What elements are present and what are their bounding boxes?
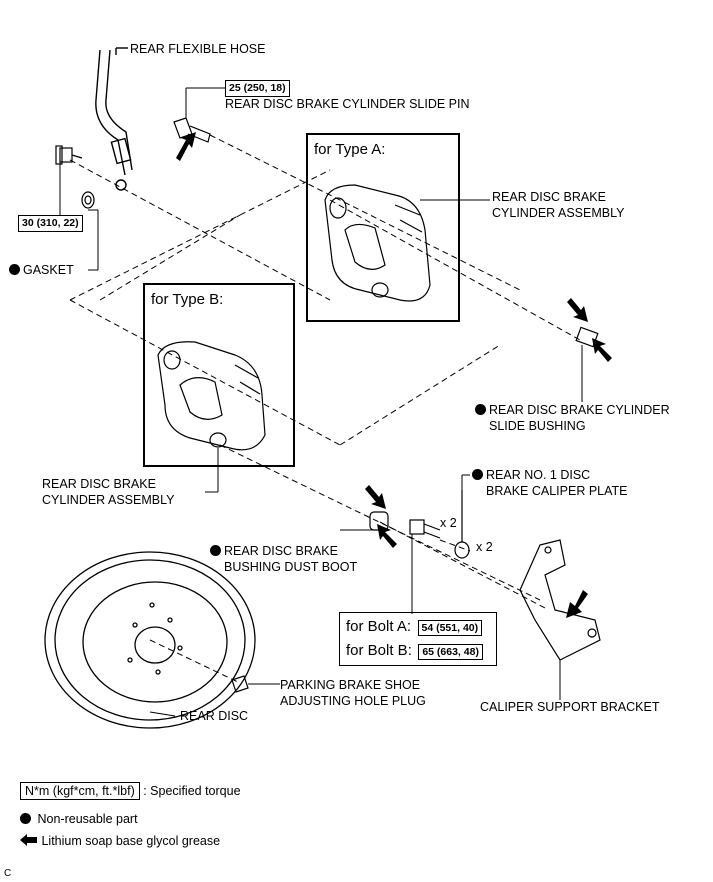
caliper-type-a xyxy=(324,184,431,302)
grease-arrow-icon xyxy=(567,298,588,322)
bolt-torque-box: for Bolt A: 54 (551, 40) for Bolt B: 65 … xyxy=(339,612,497,666)
non-reusable-icon xyxy=(475,404,486,415)
legend-torque: N*m (kgf*cm, ft.*lbf) : Specified torque xyxy=(20,782,241,804)
type-a-title: for Type A: xyxy=(314,141,386,158)
grease-arrow-icon xyxy=(592,338,612,362)
grease-arrow-icon xyxy=(176,132,196,161)
label-gasket: GASKET xyxy=(9,262,74,278)
type-a-box: for Type A: xyxy=(306,133,460,322)
non-reusable-icon xyxy=(472,469,483,480)
type-b-box: for Type B: xyxy=(143,283,295,467)
torque-slide-pin: 25 (250, 18) xyxy=(225,80,290,97)
assembly-guide-lines xyxy=(69,134,581,684)
non-reusable-icon xyxy=(210,545,221,556)
caliper-support-bracket-part xyxy=(519,539,601,661)
leader-lines xyxy=(59,87,583,717)
bolt-a-row: for Bolt A: 54 (551, 40) xyxy=(346,618,483,636)
grease-arrow-icon xyxy=(377,524,397,548)
hose-union-bolt xyxy=(55,145,83,165)
label-caliper-plate: REAR NO. 1 DISC BRAKE CALIPER PLATE xyxy=(472,467,628,499)
label-bolt-qty: x 2 xyxy=(440,516,457,530)
label-adjusting-hole-plug: PARKING BRAKE SHOE ADJUSTING HOLE PLUG xyxy=(280,678,426,708)
label-cylinder-assembly-a: REAR DISC BRAKE CYLINDER ASSEMBLY xyxy=(492,190,625,220)
label-plate-qty: x 2 xyxy=(476,540,493,554)
legend-non-reusable: Non-reusable part xyxy=(20,812,241,826)
label-dust-boot: REAR DISC BRAKE BUSHING DUST BOOT xyxy=(210,543,357,575)
type-b-title: for Type B: xyxy=(151,291,224,308)
legend: N*m (kgf*cm, ft.*lbf) : Specified torque… xyxy=(20,782,241,848)
label-rear-flexible-hose: REAR FLEXIBLE HOSE xyxy=(130,42,266,56)
rear-flexible-hose xyxy=(95,47,133,191)
label-rear-disc: REAR DISC xyxy=(180,709,249,723)
grease-arrows xyxy=(176,132,612,618)
gasket-part xyxy=(81,191,95,209)
torque-bolt-b: 65 (663, 48) xyxy=(418,644,483,660)
caliper-bolt-part xyxy=(409,519,441,539)
label-slide-pin: REAR DISC BRAKE CYLINDER SLIDE PIN xyxy=(225,97,470,111)
label-slide-bushing: REAR DISC BRAKE CYLINDER SLIDE BUSHING xyxy=(475,402,670,434)
corner-mark: C xyxy=(4,868,12,879)
torque-bolt-a: 54 (551, 40) xyxy=(417,620,483,636)
bolt-b-row: for Bolt B: 65 (663, 48) xyxy=(346,642,483,660)
rear-disc-part xyxy=(44,551,256,729)
grease-arrow-icon xyxy=(365,485,386,509)
adjusting-hole-plug-part xyxy=(231,675,249,693)
label-cylinder-assembly-b: REAR DISC BRAKE CYLINDER ASSEMBLY xyxy=(42,477,175,507)
legend-grease: Lithium soap base glycol grease xyxy=(20,834,241,848)
torque-hose-bolt: 30 (310, 22) xyxy=(18,215,83,232)
non-reusable-icon xyxy=(9,264,20,275)
label-caliper-support-bracket: CALIPER SUPPORT BRACKET xyxy=(480,700,660,714)
black-arrow-icon xyxy=(20,834,37,846)
caliper-type-b xyxy=(157,341,266,451)
grease-arrow-icon xyxy=(566,590,588,618)
filled-circle-icon xyxy=(20,813,31,824)
